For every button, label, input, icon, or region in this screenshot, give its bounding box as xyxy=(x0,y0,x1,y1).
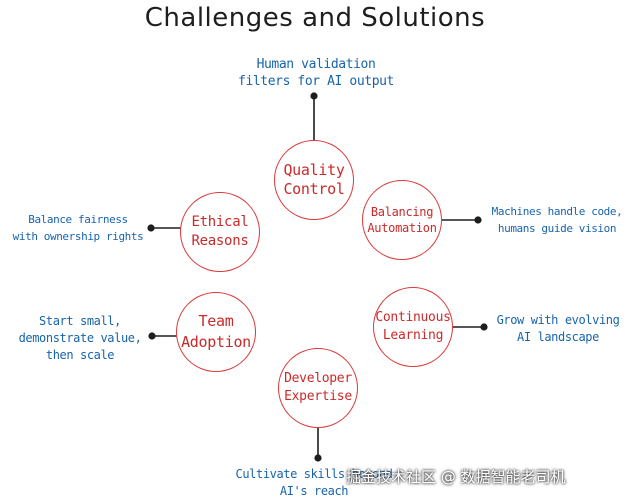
node-label: Team Adoption xyxy=(181,312,251,351)
connector-developer-expertise xyxy=(314,427,322,462)
note-developer-expertise: Cultivate skills beyond AI's reach xyxy=(235,467,393,498)
connector-dot xyxy=(480,323,488,331)
node-continuous-learning: Continuous Learning xyxy=(373,287,453,367)
node-label: Quality Control xyxy=(283,161,345,198)
connector-quality-control xyxy=(310,92,318,141)
watermark-text: 掘金技术社区 @ 数据智能老司机 xyxy=(346,468,566,486)
note-team-adoption: Start small, demonstrate value, then sca… xyxy=(18,314,142,362)
connector-balancing-automation xyxy=(441,216,482,224)
page-title: Challenges and Solutions xyxy=(144,3,486,33)
note-quality-control: Human validation filters for AI output xyxy=(238,57,394,89)
node-label: Developer Expertise xyxy=(284,371,352,404)
connector-ethical-reasons xyxy=(147,224,181,232)
connector-dot xyxy=(474,216,482,224)
connector-dot xyxy=(314,454,322,462)
connector-continuous-learning xyxy=(452,323,488,331)
note-balancing-automation: Machines handle code, humans guide visio… xyxy=(491,205,623,235)
connector-dot xyxy=(148,332,156,340)
node-quality-control: Quality Control xyxy=(274,140,354,220)
node-balancing-automation: Balancing Automation xyxy=(362,180,442,260)
node-ethical-reasons: Ethical Reasons xyxy=(180,192,260,272)
connector-team-adoption xyxy=(148,332,177,340)
connector-dot xyxy=(310,92,318,100)
connector-dot xyxy=(147,224,155,232)
note-ethical-reasons: Balance fairness with ownership rights xyxy=(12,213,144,243)
node-label: Balancing Automation xyxy=(367,205,437,235)
node-developer-expertise: Developer Expertise xyxy=(278,348,358,428)
node-label: Ethical Reasons xyxy=(191,214,249,249)
note-continuous-learning: Grow with evolving AI landscape xyxy=(496,313,620,344)
node-label: Continuous Learning xyxy=(375,310,451,343)
node-team-adoption: Team Adoption xyxy=(176,292,256,372)
